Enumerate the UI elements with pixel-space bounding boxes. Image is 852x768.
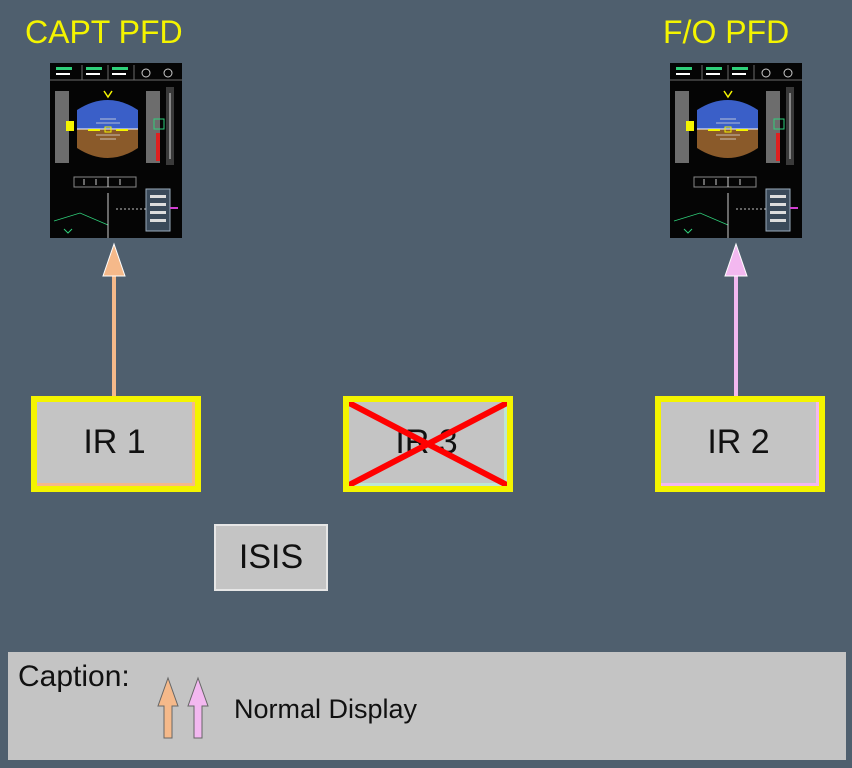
ir3-selection-frame: IR 3	[343, 396, 513, 492]
data-flow-arrows	[102, 242, 748, 398]
caption-panel: Caption: Normal Display	[8, 652, 846, 760]
legend-arrows-icon	[157, 676, 209, 739]
caption-normal-display: Normal Display	[234, 694, 418, 724]
ir1-label: IR 1	[83, 423, 146, 461]
legend-pink-arrow-icon	[187, 676, 209, 739]
capt-pfd-display-icon	[50, 63, 182, 238]
ir2-selection-frame: IR 2	[655, 396, 825, 492]
isis-button[interactable]: ISIS	[214, 524, 328, 591]
fo-pfd-title: F/O PFD	[663, 14, 790, 50]
caption-label: Caption:	[18, 660, 130, 693]
legend-orange-arrow-icon	[157, 676, 179, 739]
capt-pfd-title: CAPT PFD	[25, 14, 183, 50]
ir1-selection-frame: IR 1	[31, 396, 201, 492]
isis-label: ISIS	[238, 538, 304, 576]
fo-pfd-display-icon	[670, 63, 802, 238]
ir2-button[interactable]: IR 2	[661, 402, 819, 486]
red-x-icon	[349, 402, 507, 486]
capt-source-arrow	[102, 242, 126, 398]
fo-source-arrow	[724, 242, 748, 398]
ir2-label: IR 2	[707, 423, 770, 461]
ir1-button[interactable]: IR 1	[37, 402, 195, 486]
